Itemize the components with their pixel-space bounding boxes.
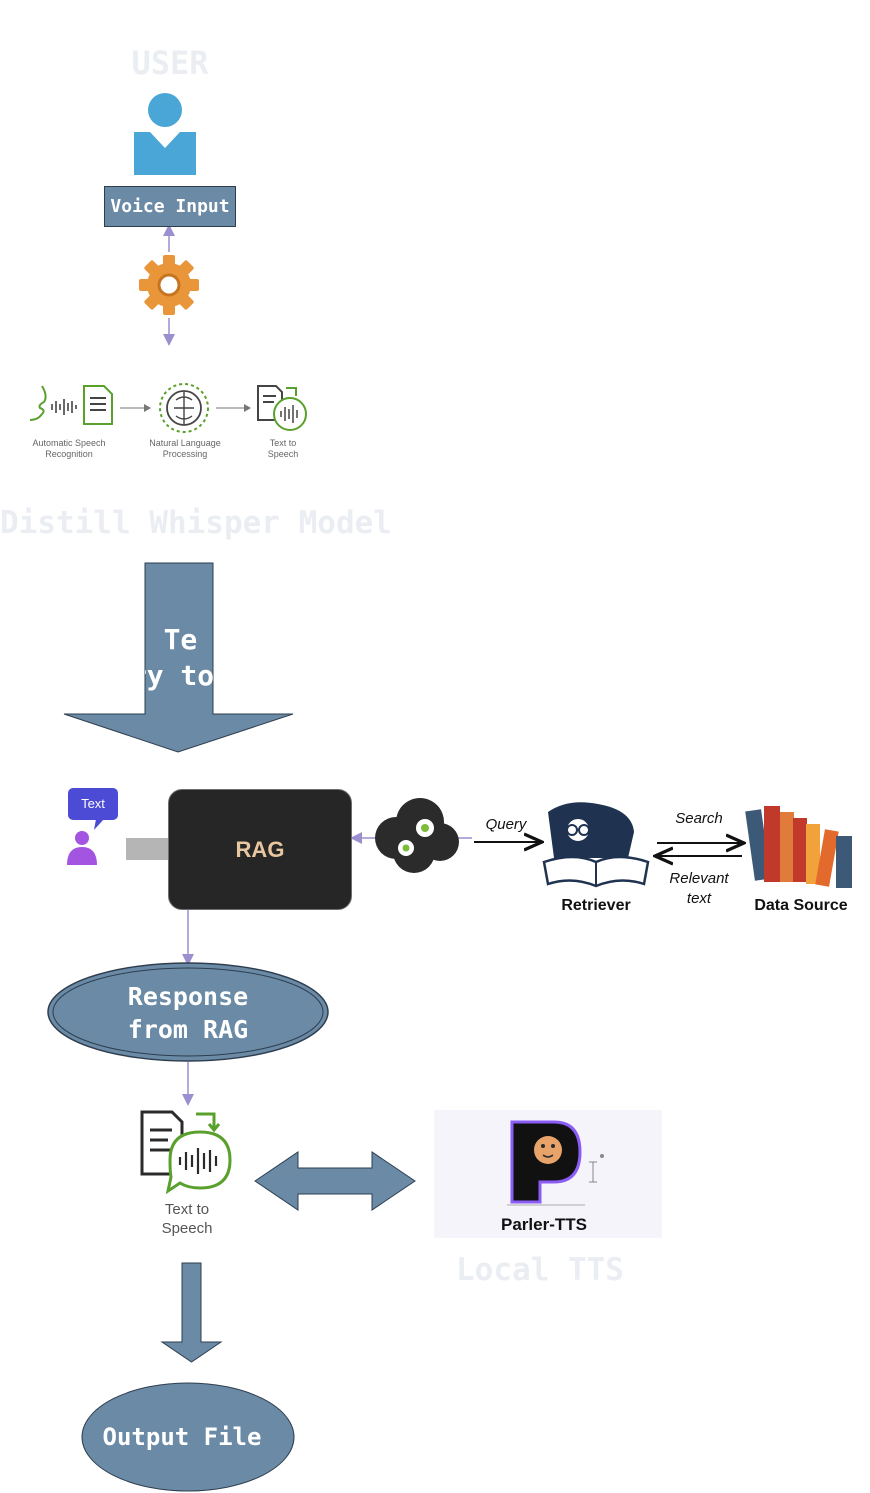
response-label: Response from RAG (88, 980, 288, 1046)
query-label: Query (485, 816, 527, 833)
tts-small-icon (257, 385, 307, 431)
parler-logo (507, 1120, 604, 1206)
data-source-label: Data Source (754, 897, 848, 914)
big-arrow-line-2: ery to (145, 659, 213, 692)
big-arrow-text-clip: ng Te ery to (145, 622, 213, 698)
voice-input-box: Voice Input (104, 186, 236, 227)
rag-box: RAG (168, 789, 352, 910)
output-down-arrow (160, 1262, 223, 1363)
parler-label: Parler-TTS (501, 1215, 587, 1234)
big-arrow-line-1: ng Te (145, 623, 198, 656)
asr-icon (29, 385, 113, 425)
user-icon (134, 93, 196, 175)
tts-large-icon (140, 1110, 232, 1195)
text-user-icon (67, 788, 118, 865)
search-label: Search (675, 810, 723, 827)
rag-label: RAG (235, 836, 285, 862)
nlp-label: Natural Language Processing (149, 438, 221, 459)
text-connector-block (126, 838, 170, 860)
books-icon (745, 806, 852, 888)
response-line-2: from RAG (127, 1015, 249, 1044)
output-ellipse (81, 1382, 295, 1492)
asr-label: Automatic Speech Recognition (32, 438, 106, 459)
response-ellipse (47, 962, 329, 1062)
retriever-icon (542, 802, 650, 888)
output-label: Output File (102, 1423, 262, 1451)
nlp-brain-icon (159, 383, 209, 433)
relevant-text-label: Relevant text (669, 870, 729, 907)
big-down-arrow (63, 562, 294, 753)
user-title: USER (131, 44, 209, 82)
text-badge-label: Text (81, 796, 105, 811)
model-title: Distill Whisper Model (0, 505, 392, 541)
double-arrow (254, 1151, 416, 1211)
retriever-label: Retriever (561, 897, 631, 914)
gear-icon (139, 255, 199, 315)
tts-small-label: Text to Speech (267, 438, 299, 459)
response-line-1: Response (127, 982, 249, 1011)
cloud-gears-icon (375, 798, 459, 873)
local-tts-title: Local TTS (456, 1252, 624, 1288)
tts-large-label: Text to Speech (161, 1201, 213, 1237)
